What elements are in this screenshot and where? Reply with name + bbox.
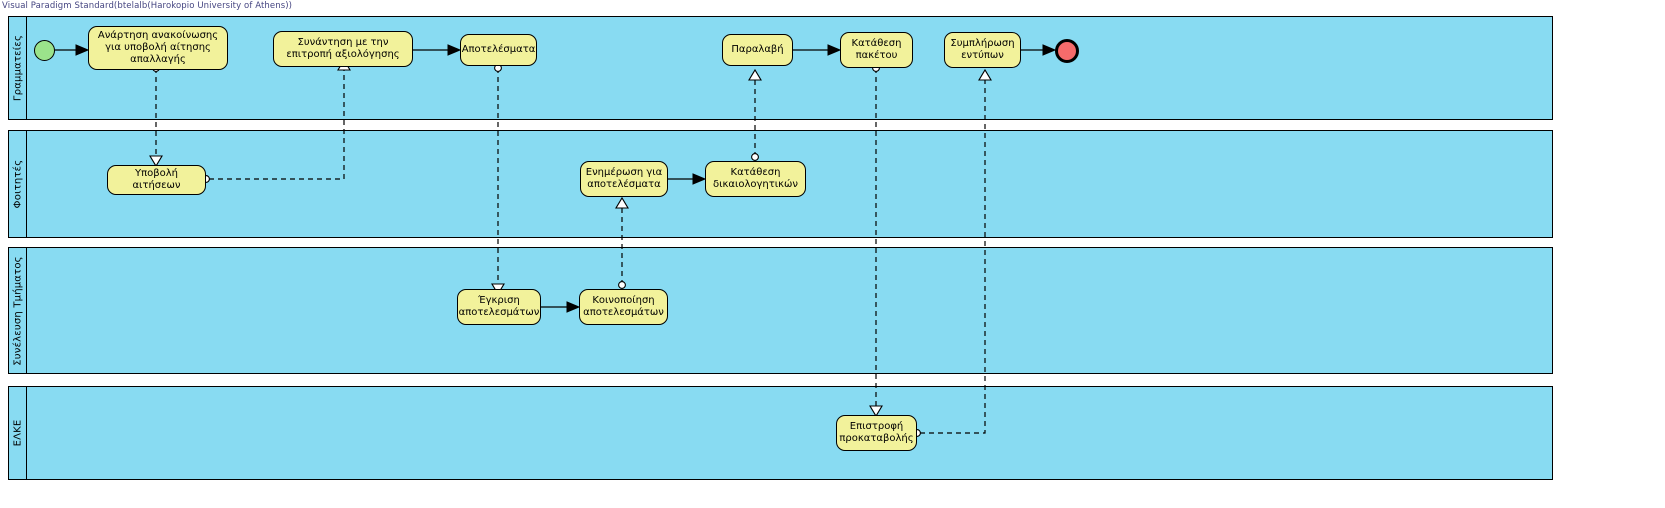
message-arrowhead	[748, 68, 762, 81]
lane-synelefsi[interactable]: Συνέλευση Τμήματος	[8, 247, 1553, 374]
pool: Γραμματείες Φοιτητές Συνέλευση Τμήματος …	[8, 2, 1553, 482]
task-symplirosi-entypon[interactable]: Συμπλήρωση εντύπων	[944, 32, 1021, 68]
arrowhead	[1042, 44, 1057, 56]
lane-header-synelefsi: Συνέλευση Τμήματος	[9, 248, 27, 373]
message-arrowhead	[978, 68, 992, 81]
task-katathesi-dikaiologitikon[interactable]: Κατάθεση δικαιολογητικών	[705, 161, 806, 197]
message-arrowhead	[615, 196, 629, 209]
task-apotelesmata[interactable]: Αποτελέσματα	[460, 34, 537, 66]
message-origin-dot	[618, 281, 626, 289]
message-arrowhead	[869, 405, 883, 418]
lane-header-grammateies: Γραμματείες	[9, 17, 27, 119]
watermark-label: Visual Paradigm Standard(btelalb(Harokop…	[2, 1, 293, 11]
message-t7-to-t2	[209, 70, 345, 180]
lane-elke[interactable]: ΕΛΚΕ	[8, 386, 1553, 480]
arrowhead	[566, 301, 581, 313]
task-anartisi-anakoinosis[interactable]: Ανάρτηση ανακοίνωσης για υποβολή αίτησης…	[88, 26, 228, 70]
task-egkrisi-apotelesmaton[interactable]: Έγκριση αποτελεσμάτων	[457, 289, 541, 325]
message-arrowhead	[149, 155, 163, 168]
lane-header-foitites: Φοιτητές	[9, 131, 27, 237]
lane-header-elke: ΕΛΚΕ	[9, 387, 27, 479]
task-synantisi-epitropi[interactable]: Συνάντηση με την επιτροπή αξιολόγησης	[273, 31, 413, 67]
task-enimerosi-apotelesmata[interactable]: Ενημέρωση για αποτελέσματα	[580, 161, 668, 197]
task-koinopoiisi-apotelesmaton[interactable]: Κοινοποίηση αποτελεσμάτων	[579, 289, 668, 325]
lane-grammateies[interactable]: Γραμματείες	[8, 16, 1553, 120]
start-event[interactable]	[34, 40, 55, 61]
arrowhead	[447, 44, 462, 56]
message-t12-to-t6	[920, 80, 986, 434]
end-event[interactable]	[1055, 39, 1079, 63]
task-ypovoli-aitiseon[interactable]: Υποβολή αιτήσεων	[107, 165, 206, 195]
task-epistrofi-prokatavolis[interactable]: Επιστροφή προκαταβολής	[836, 415, 917, 451]
task-paralavi[interactable]: Παραλαβή	[722, 34, 793, 66]
arrowhead	[827, 44, 842, 56]
message-origin-dot	[751, 153, 759, 161]
arrowhead	[75, 44, 90, 56]
arrowhead	[692, 173, 707, 185]
task-katathesi-paketou[interactable]: Κατάθεση πακέτου	[840, 32, 913, 68]
